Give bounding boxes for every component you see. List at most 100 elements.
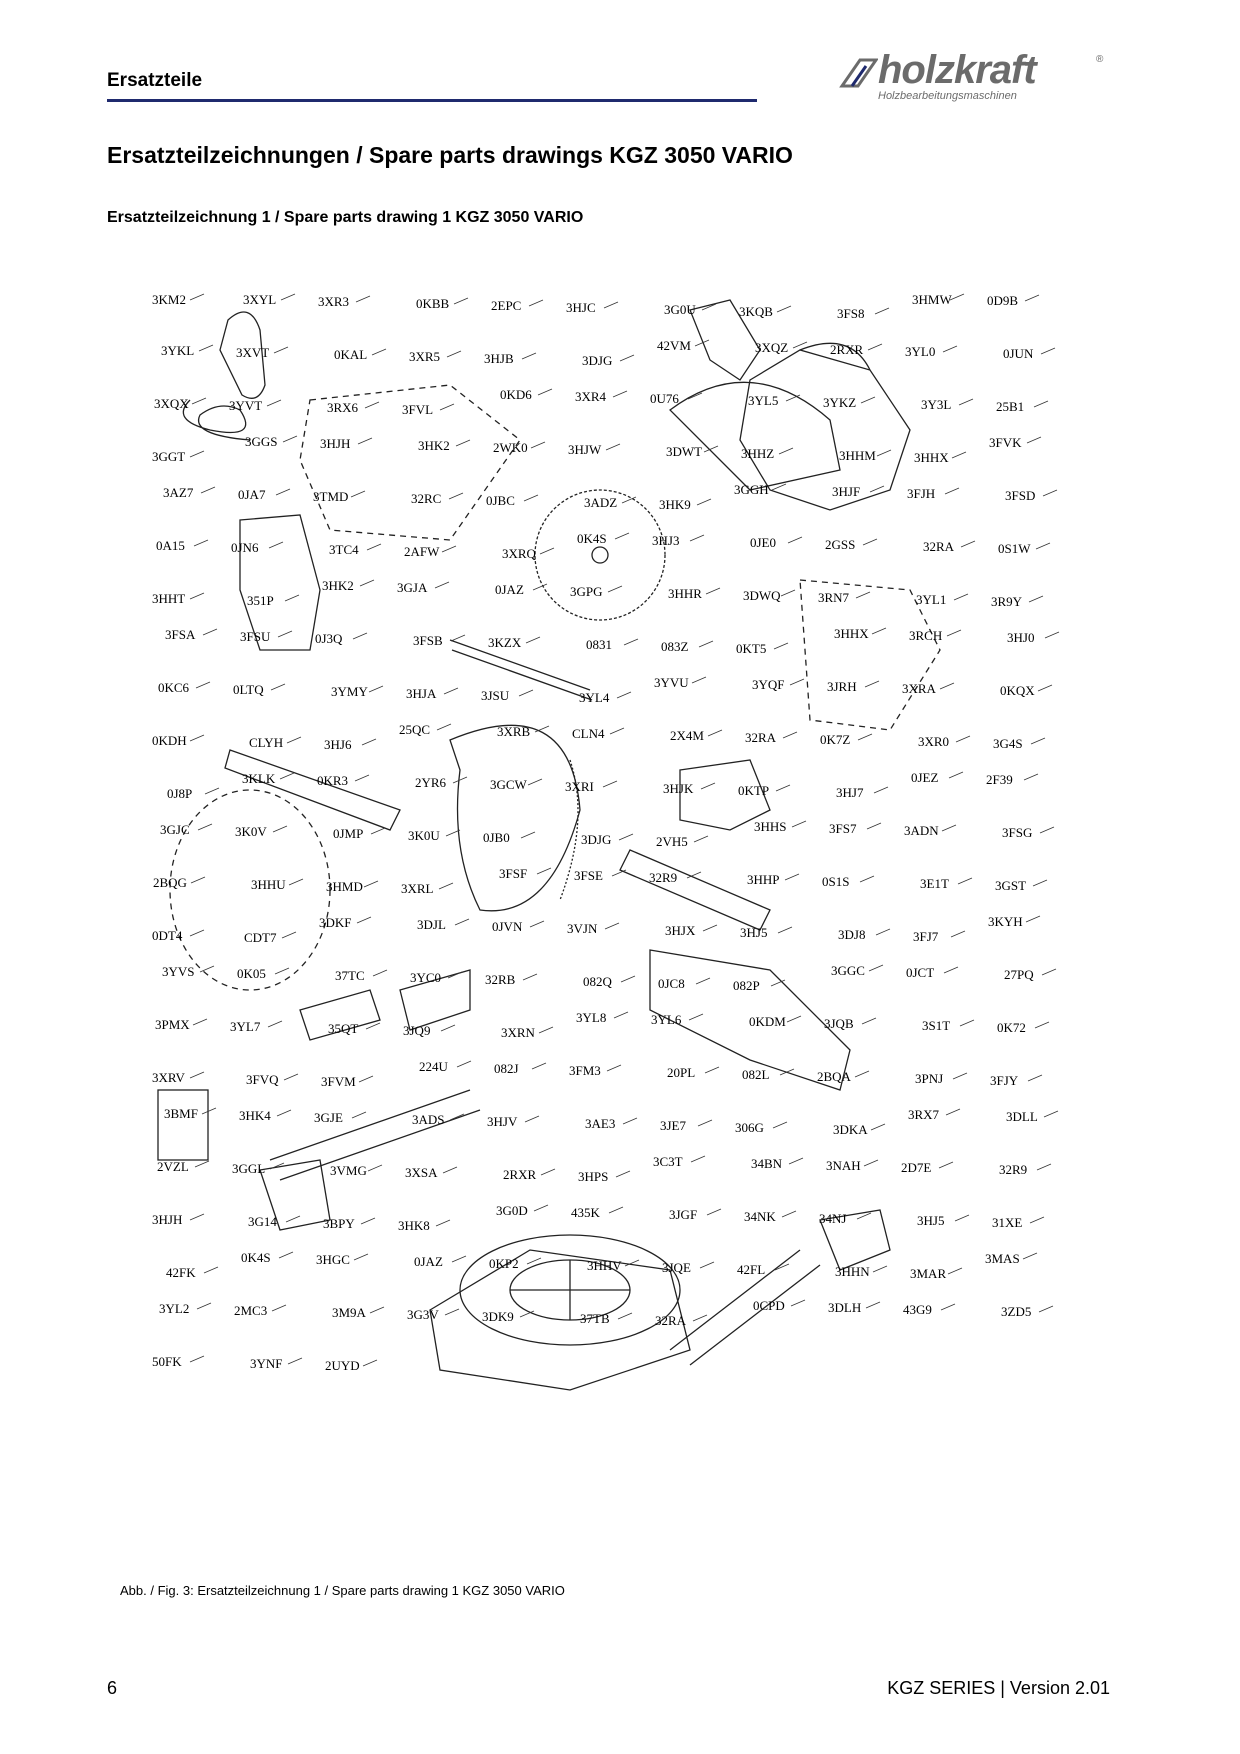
leader-line [618,833,634,841]
leader-line [189,734,205,742]
leader-line [696,498,712,506]
part-label: 25QC [399,722,430,737]
leader-line [279,772,295,780]
leader-line [528,299,544,307]
leader-line [281,931,297,939]
leader-line [438,882,454,890]
part-label: 37TC [335,968,365,983]
leader-line [1038,1305,1054,1313]
leader-line [771,483,787,491]
part-label: 34BN [751,1156,783,1171]
part-label: 3HJV [487,1114,518,1129]
leader-line [773,642,789,650]
leader-line [518,689,534,697]
part-label: 3HJH [152,1212,182,1227]
part-label: 082P [733,978,760,993]
leader-line [872,1265,888,1273]
leader-line [1025,915,1041,923]
motor-housing-shape [739,349,911,511]
part-label: 3HHZ [741,446,774,461]
part-label: 351P [247,593,274,608]
part-label: 3YL2 [159,1301,189,1316]
part-label: 3FS8 [837,306,864,321]
part-label: 3G0U [664,302,696,317]
part-label: 3GJA [397,580,428,595]
leader-line [606,1064,622,1072]
leader-line [612,390,628,398]
part-label: 3HHR [668,586,702,601]
leader-line [785,394,801,402]
part-label: 3GGS [245,434,278,449]
part-label: 082Q [583,974,613,989]
part-label: 0JE0 [750,535,776,550]
part-label: 3HK2 [418,438,450,453]
part-label: 3FVK [989,435,1022,450]
leader-line [604,922,620,930]
turntable-shape [459,1234,681,1346]
leader-line [772,1121,788,1129]
part-label: 0JUN [1003,346,1034,361]
part-label: 2BQA [817,1069,852,1084]
saw-blade-shape [534,489,666,621]
part-label: 3GJC [160,822,190,837]
logo-registered-mark: ® [1096,54,1104,65]
part-label: 3HHM [839,448,876,463]
leader-line [456,1060,472,1068]
leader-line [273,346,289,354]
part-label: 3XVT [236,345,269,360]
leader-line [686,871,702,879]
leader-line [196,1302,212,1310]
arm-rod [224,749,401,831]
part-label: 0KBB [416,296,450,311]
part-label: 3YL8 [576,1010,606,1025]
part-label: 3HJF [832,484,860,499]
leader-line [1039,826,1055,834]
leader-line [704,1066,720,1074]
part-label: 3RN7 [818,590,850,605]
part-label: 3HHN [835,1264,870,1279]
leader-line [623,638,639,646]
leader-line [697,1119,713,1127]
part-label: 3FSG [1002,825,1032,840]
part-label: 0K7Z [820,732,850,747]
part-label: 3XR0 [918,734,949,749]
leader-line [614,532,630,540]
part-label: 2X4M [670,728,704,743]
part-label: 3HJH [320,436,350,451]
part-label: 3YVU [654,675,689,690]
part-label: 3YL7 [230,1019,261,1034]
leader-line [859,875,875,883]
part-label: 3YVS [162,964,195,979]
leader-line [776,305,792,313]
leader-line [703,445,719,453]
leader-line [875,928,891,936]
part-label: 3PMX [155,1017,190,1032]
part-label: 34NJ [819,1211,846,1226]
leader-line [602,780,618,788]
part-label: 3DK9 [482,1309,514,1324]
leader-line [362,1359,378,1367]
part-label: 3FSD [1005,488,1035,503]
leader-line [789,678,805,686]
part-label: 2VH5 [656,834,688,849]
leader-line [445,829,461,837]
pivot-block-shape [679,759,771,831]
header-section-title: Ersatzteile [107,70,203,91]
part-label: 3HJ0 [1007,630,1034,645]
extension-rail-right [669,1249,801,1351]
part-label: 3PNJ [915,1071,943,1086]
leader-line [268,541,284,549]
leader-line [369,1306,385,1314]
part-label: 3AZ7 [163,485,194,500]
part-label: 3HJ6 [324,737,352,752]
part-label: 3ADZ [584,495,617,510]
leader-line [603,301,619,309]
part-label: 0JN6 [231,540,259,555]
leader-line [266,399,282,407]
leader-line [446,350,462,358]
leader-line [959,1019,975,1027]
part-label: 32RC [411,491,441,506]
dust-bag-shape [219,311,266,399]
leader-line [608,1206,624,1214]
